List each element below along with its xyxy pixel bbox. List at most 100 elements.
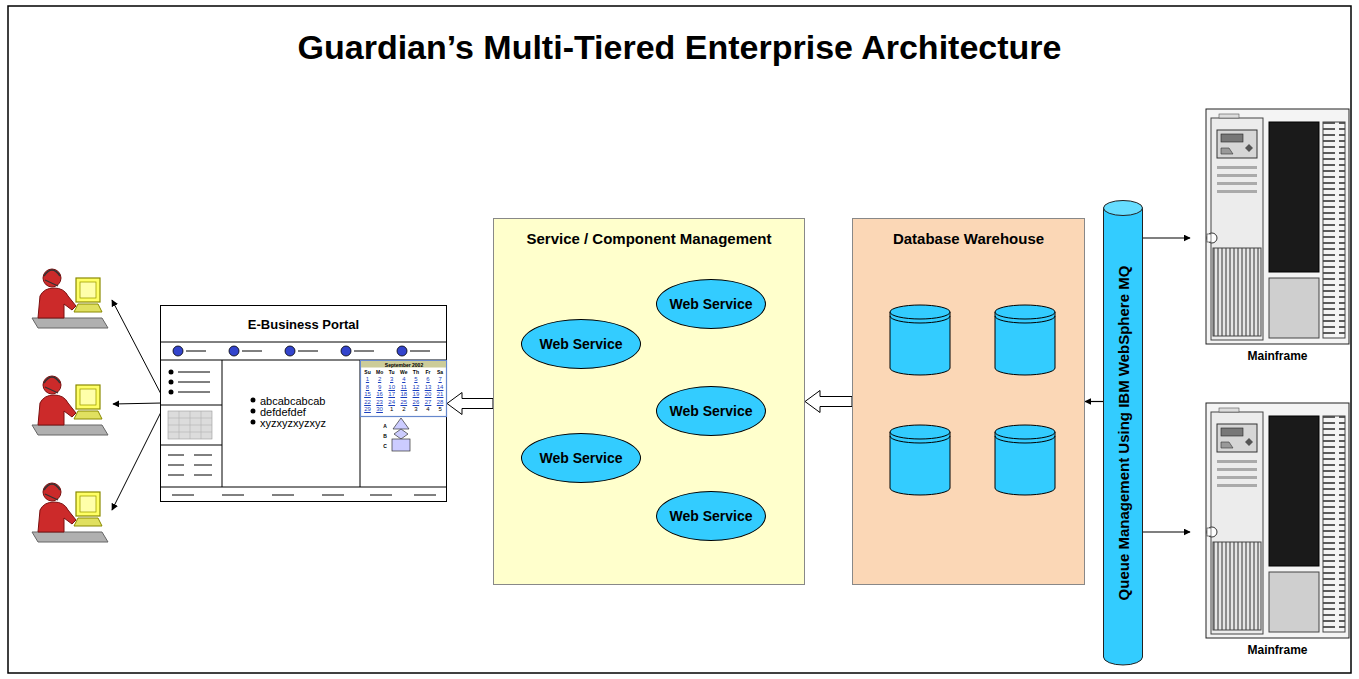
- calendar-cell: 5: [414, 376, 417, 382]
- user-arrow: [112, 300, 162, 396]
- calendar-cell: 26: [413, 399, 420, 405]
- shape-rect: [1206, 403, 1349, 638]
- calendar-cell: 11: [401, 384, 407, 390]
- shape-rect: [1221, 428, 1243, 436]
- service-ellipse: Web Service: [521, 319, 641, 369]
- shape-rect: [1269, 416, 1319, 566]
- calendar-cell: 1: [366, 376, 369, 382]
- shape-line: [414, 495, 436, 496]
- calendar-cell: 3: [390, 376, 393, 382]
- shape-rect: [1217, 130, 1257, 158]
- calendar-cell: Th: [413, 369, 419, 375]
- queue-cylinder: Queue Management Using IBM WebSphere MQ: [1103, 200, 1143, 665]
- node-art: [1205, 402, 1350, 639]
- flow-arrow: [1085, 401, 1103, 402]
- shape-rect: [1211, 412, 1263, 634]
- shape-line: [160, 342, 447, 343]
- calendar-cell: 16: [376, 391, 383, 397]
- shape-rect: [1219, 408, 1239, 412]
- mainframe-label: Mainframe: [1205, 349, 1350, 363]
- shape-line: [160, 405, 222, 406]
- shape-line: [160, 487, 447, 488]
- calendar-cell: 7: [438, 376, 441, 382]
- shape-circle: [251, 398, 256, 403]
- shape-g: [890, 305, 950, 375]
- shape-line: [160, 445, 222, 446]
- shape-circle: [169, 370, 174, 375]
- shape-polygon: [1245, 438, 1253, 446]
- calendar-cell: 1: [390, 406, 393, 412]
- shape-circle: [1207, 527, 1217, 537]
- calendar-cell: 25: [400, 399, 407, 405]
- calendar-cell: Sa: [437, 369, 443, 375]
- shape-rect: [1207, 528, 1211, 536]
- block-arrow: [447, 393, 493, 415]
- shape-g: [995, 305, 1055, 375]
- shape-path: [1221, 442, 1233, 448]
- shape-rect: [1269, 122, 1319, 272]
- calendar-cell: 17: [388, 391, 395, 397]
- panel-heading: Service / Component Management: [494, 230, 804, 247]
- calendar-cell: 10: [388, 384, 395, 390]
- calendar-cell: 12: [413, 384, 420, 390]
- service-ellipse: Web Service: [656, 491, 766, 541]
- shape-path: [995, 312, 1055, 375]
- shape-line: [194, 465, 212, 466]
- calendar-cell: 4: [426, 406, 429, 412]
- calendar-cell: September 2002: [385, 362, 423, 368]
- shape-circle: [285, 346, 295, 356]
- service-ellipse: Web Service: [656, 386, 766, 436]
- calendar-cell: We: [400, 369, 407, 375]
- shape-circle: [251, 420, 256, 425]
- node-art: [852, 218, 1085, 585]
- shape-line: [190, 411, 191, 439]
- bullet-text: xyzxyzxyzxyz: [260, 417, 326, 429]
- shape-line: [242, 351, 262, 352]
- shape-path: [890, 316, 950, 323]
- calendar-cell: 24: [388, 399, 395, 405]
- shape-line: [222, 495, 244, 496]
- panel-heading: Database Warehouse: [853, 230, 1084, 247]
- shape-letter: C: [383, 443, 387, 449]
- shape-circle: [397, 346, 407, 356]
- shape-rect: [1217, 424, 1257, 452]
- calendar-cell: 30: [376, 406, 383, 412]
- outer-frame: [8, 6, 1351, 673]
- shape-rect: [1217, 476, 1257, 479]
- shape-circle: [229, 346, 239, 356]
- user-arrow: [112, 410, 162, 510]
- service-ellipse: Web Service: [521, 433, 641, 483]
- shape-path: [995, 432, 1055, 495]
- shape-line: [172, 495, 194, 496]
- shape-rect: [168, 411, 212, 439]
- shape-ellipse: [995, 425, 1055, 439]
- calendar-cell: Su: [364, 369, 370, 375]
- mainframe-unit: Mainframe: [1190, 108, 1350, 370]
- node-art: [1205, 108, 1350, 345]
- block-arrow: [805, 391, 852, 413]
- calendar-cell: 13: [425, 384, 432, 390]
- shape-rect: [1211, 118, 1263, 340]
- calendar-cell: 4: [402, 376, 405, 382]
- shape-ellipse: [1104, 201, 1143, 216]
- shape-path: [995, 436, 1055, 443]
- shape-rect: [1217, 190, 1257, 193]
- shape-ellipse: [890, 425, 950, 439]
- calendar-cell: 20: [425, 391, 432, 397]
- service-label: Web Service: [539, 336, 622, 352]
- calendar-cell: 22: [364, 399, 371, 405]
- shape-circle: [173, 346, 183, 356]
- shape-rect: [1217, 166, 1257, 169]
- shape-line: [178, 382, 210, 383]
- shape-line: [168, 475, 184, 476]
- bullet-text: abcabcabcab: [260, 395, 325, 407]
- service-label: Web Service: [669, 296, 752, 312]
- shape-line: [272, 495, 294, 496]
- shape-line: [178, 372, 210, 373]
- service-label: Web Service: [669, 508, 752, 524]
- calendar-cell: 9: [378, 384, 381, 390]
- shape-polygon: [393, 418, 409, 429]
- shape-rect: [1221, 134, 1243, 142]
- tier-panel: Database Warehouse: [852, 218, 1085, 585]
- shape-circle: [169, 380, 174, 385]
